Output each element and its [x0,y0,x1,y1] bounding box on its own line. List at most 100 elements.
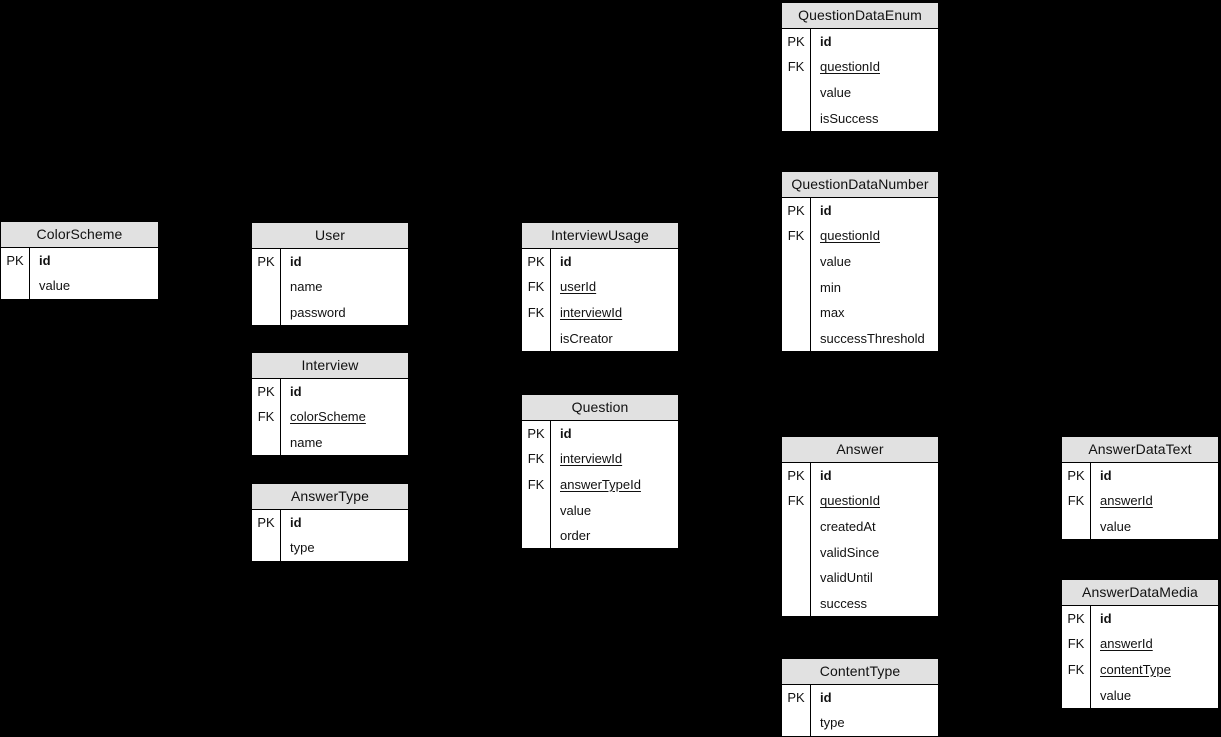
er-table-row: PK id [782,28,938,55]
er-table-User[interactable]: User PK id name password [251,222,409,327]
er-attr-cell: answerId [1100,493,1153,509]
er-table-title: User [252,223,408,249]
er-table-row: FK questionId [782,223,938,249]
er-table-ContentType[interactable]: ContentType PK id type [781,658,939,737]
er-attr-cell: value [39,278,71,294]
er-attr-cell: name [290,434,323,450]
er-attr-cell: interviewId [560,304,623,320]
er-table-QuestionDataEnum[interactable]: QuestionDataEnum PK id FK questionId val… [781,2,939,132]
er-key-cell [782,325,811,352]
er-table-row: min [782,274,938,300]
er-table-AnswerDataMedia[interactable]: AnswerDataMedia PK id FK answerId FK con… [1061,579,1219,709]
er-table-title: InterviewUsage [522,223,678,249]
er-attr-cell: id [820,33,832,49]
er-table-title: Question [522,395,678,421]
er-attr-cell: password [290,304,346,320]
er-table-row: value [1062,513,1218,540]
er-table-row: FK answerTypeId [522,471,678,498]
er-table-row: FK questionId [782,488,938,514]
er-key-cell: PK [782,197,811,224]
er-table-ColorScheme[interactable]: ColorScheme PK id value [0,221,159,300]
er-table-row: value [782,248,938,275]
er-attr-cell: questionId [820,493,880,509]
er-attr-cell: id [290,253,302,269]
er-table-row: value [522,497,678,523]
er-key-cell [782,539,811,565]
er-key-cell: PK [782,28,811,55]
er-table-row: PK id [522,248,678,275]
er-table-rows: PK id value [1,247,158,299]
er-table-row: success [782,590,938,617]
er-key-cell [522,522,551,549]
er-attr-cell: value [560,502,592,518]
er-table-rows: PK id type [782,684,938,736]
er-table-row: validUntil [782,564,938,591]
er-key-cell [782,79,811,106]
er-key-cell: PK [1,247,30,274]
er-key-cell [782,710,811,736]
er-table-rows: PK id FK interviewId FK answerTypeId val… [522,420,678,549]
er-key-cell [782,590,811,617]
er-key-cell: PK [782,684,811,711]
er-attr-cell: interviewId [560,451,623,467]
er-table-row: FK answerId [1062,488,1218,514]
er-key-cell: FK [1062,488,1091,514]
er-key-cell [782,274,811,300]
er-table-rows: PK id FK answerId value [1062,462,1218,540]
er-table-row: name [252,429,408,456]
er-key-cell [1062,682,1091,708]
er-attr-cell: value [820,253,852,269]
er-attr-cell: isSuccess [820,110,879,126]
er-table-QuestionDataNumber[interactable]: QuestionDataNumber PK id FK questionId v… [781,171,939,353]
er-key-cell [252,274,281,300]
er-table-row: value [782,79,938,106]
er-table-title: Answer [782,437,938,463]
er-attr-cell: contentType [1100,661,1171,677]
er-key-cell [782,513,811,540]
er-key-cell: FK [252,404,281,430]
er-table-row: max [782,299,938,326]
er-table-rows: PK id FK questionId value isSuccess [782,28,938,131]
er-table-row: createdAt [782,513,938,540]
er-attr-cell: answerId [1100,636,1153,652]
er-attr-cell: createdAt [820,518,876,534]
er-key-cell: PK [252,378,281,405]
er-table-row: FK colorScheme [252,404,408,430]
er-table-Answer[interactable]: Answer PK id FK questionId createdAt val… [781,436,939,618]
er-table-row: type [252,535,408,561]
er-table-row: PK id [1062,462,1218,489]
er-table-rows: PK id type [252,509,408,561]
er-attr-cell: min [820,279,841,295]
er-table-row: type [782,710,938,736]
er-key-cell: FK [522,299,551,326]
er-table-title: AnswerType [252,484,408,510]
er-attr-cell: success [820,595,867,611]
er-table-row: password [252,299,408,326]
er-table-row: PK id [782,462,938,489]
er-table-row: FK answerId [1062,631,1218,657]
er-table-rows: PK id FK userId FK interviewId isCreator [522,248,678,351]
er-table-rows: PK id FK colorScheme name [252,378,408,456]
er-table-Question[interactable]: Question PK id FK interviewId FK answerT… [521,394,679,550]
er-attr-cell: max [820,305,845,321]
er-key-cell: PK [522,420,551,447]
er-attr-cell: validUntil [820,570,873,586]
er-table-title: AnswerDataText [1062,437,1218,463]
er-key-cell [252,299,281,326]
er-table-row: name [252,274,408,300]
er-table-row: FK questionId [782,54,938,80]
er-table-title: Interview [252,353,408,379]
er-table-AnswerDataText[interactable]: AnswerDataText PK id FK answerId value [1061,436,1219,541]
er-table-row: PK id [252,509,408,536]
er-key-cell [1062,513,1091,540]
er-table-Interview[interactable]: Interview PK id FK colorScheme name [251,352,409,457]
er-key-cell: FK [782,54,811,80]
er-table-InterviewUsage[interactable]: InterviewUsage PK id FK userId FK interv… [521,222,679,352]
er-key-cell [252,429,281,456]
er-attr-cell: validSince [820,544,880,560]
er-attr-cell: id [820,467,832,483]
er-attr-cell: userId [560,279,597,295]
er-table-AnswerType[interactable]: AnswerType PK id type [251,483,409,562]
er-key-cell [522,325,551,351]
er-key-cell: FK [782,488,811,514]
